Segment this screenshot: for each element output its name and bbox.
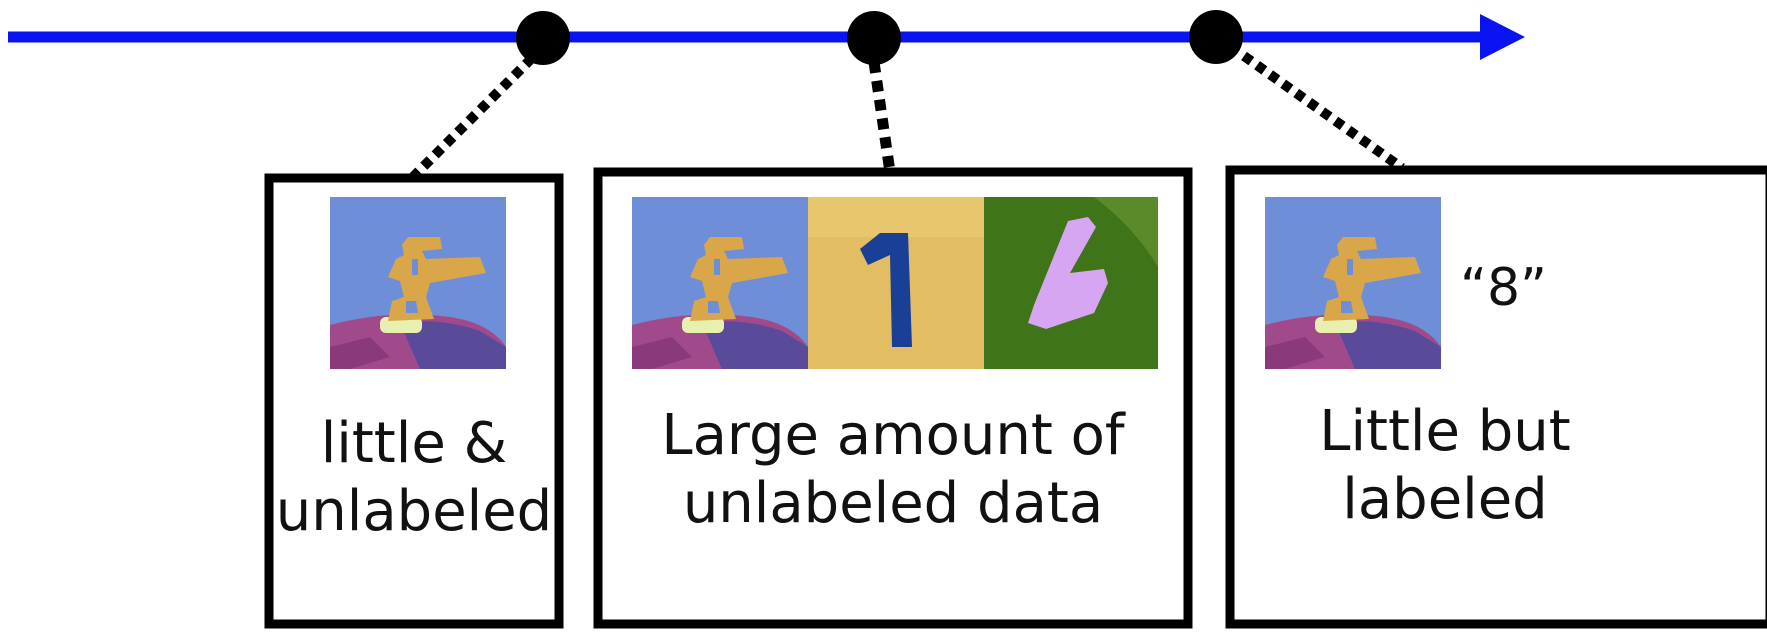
panel-3-box bbox=[1225, 165, 1767, 629]
timeline-dot-1 bbox=[516, 11, 570, 65]
panel-1-caption: little & unlabeled bbox=[269, 410, 559, 546]
digit-8-image bbox=[330, 197, 506, 369]
panel-1-caption-line2: unlabeled bbox=[275, 479, 553, 544]
connector-2 bbox=[868, 61, 896, 173]
panel-2-caption-line2: unlabeled data bbox=[682, 471, 1104, 536]
timeline-arrow-icon bbox=[1480, 14, 1525, 60]
digit-8-image bbox=[632, 197, 808, 369]
digit-1-image bbox=[808, 197, 984, 369]
panel-2-caption-line1: Large amount of bbox=[661, 403, 1125, 468]
panel-3-caption: Little but labeled bbox=[1230, 398, 1660, 534]
connector-1 bbox=[408, 54, 536, 182]
digit-6-image bbox=[984, 197, 1158, 369]
panel-3-caption-line2: labeled bbox=[1342, 467, 1548, 532]
digit-8-image bbox=[1265, 197, 1441, 369]
panel-2-caption: Large amount of unlabeled data bbox=[598, 402, 1188, 538]
panel-1-box bbox=[264, 173, 564, 629]
panel-2-box bbox=[593, 167, 1193, 629]
panel-3-label: “8” bbox=[1460, 258, 1547, 318]
panel-1-caption-line1: little & bbox=[320, 411, 508, 476]
panel-3-caption-line1: Little but bbox=[1319, 399, 1571, 464]
timeline-dot-3 bbox=[1189, 10, 1243, 64]
timeline-dot-2 bbox=[847, 11, 901, 65]
connector-3 bbox=[1241, 51, 1405, 173]
